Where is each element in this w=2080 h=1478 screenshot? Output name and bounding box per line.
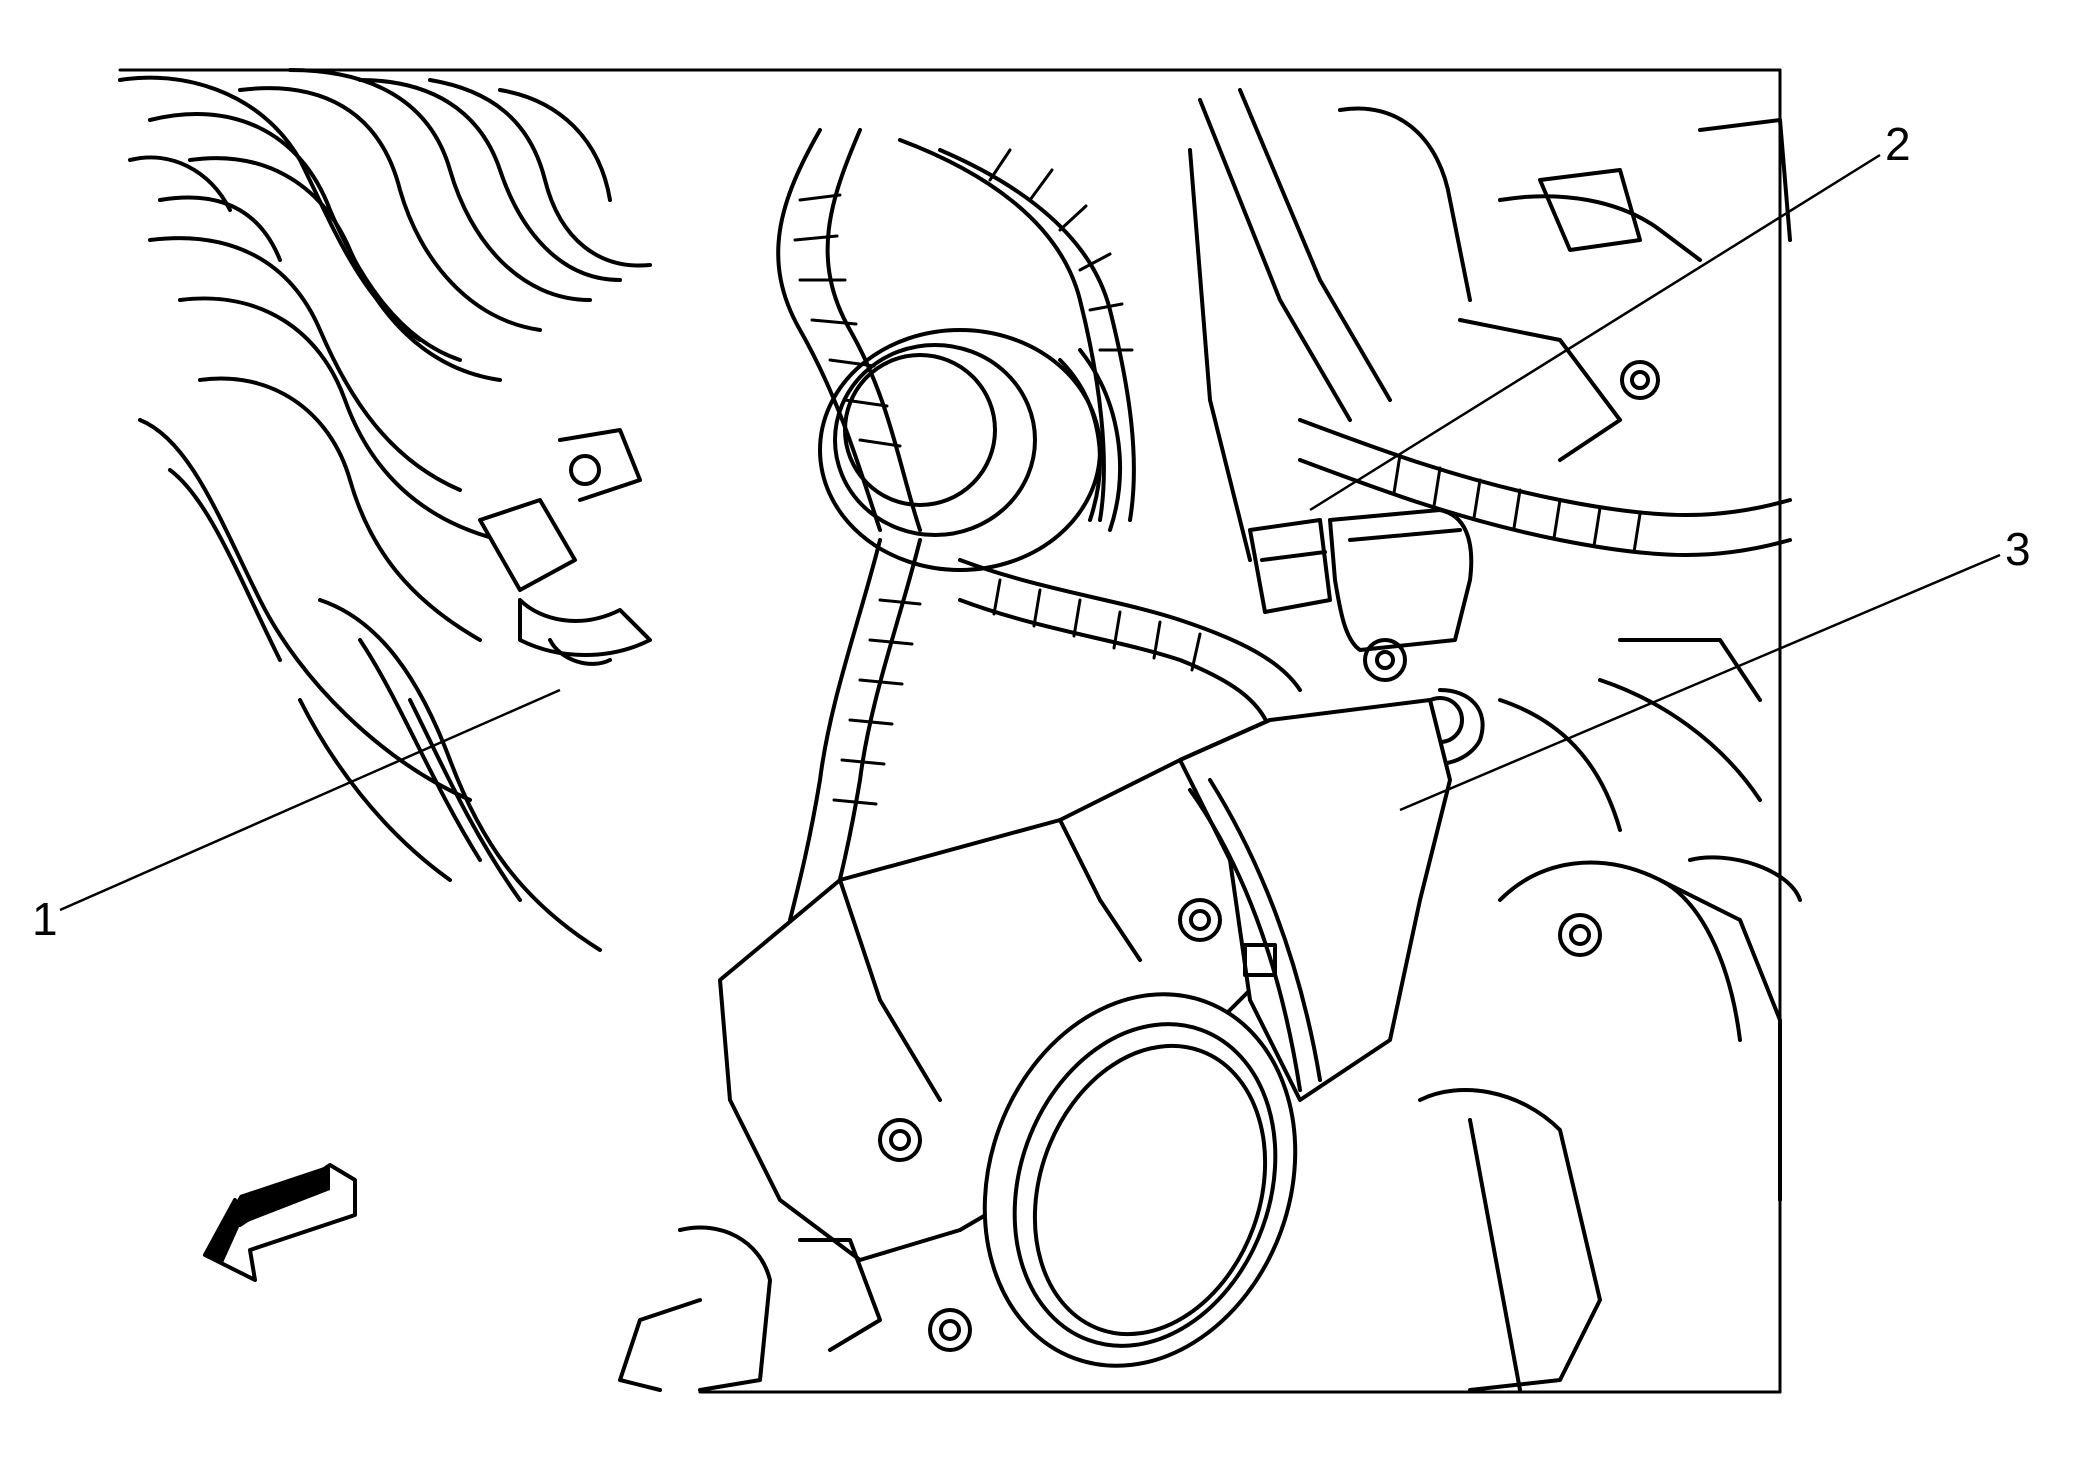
illustration-crop bbox=[118, 68, 1782, 1394]
callout-3-label: 3 bbox=[2005, 523, 2031, 575]
wiring-harness bbox=[776, 128, 1792, 922]
callout-2-leader bbox=[1309, 153, 1881, 512]
callout-1-label: 1 bbox=[32, 893, 58, 945]
callout-1-leader bbox=[59, 688, 561, 912]
upper-right-hardware bbox=[1188, 88, 1792, 562]
round-housing bbox=[818, 328, 1122, 572]
harness-clip bbox=[478, 428, 652, 666]
forward-direction-arrow-icon bbox=[203, 1163, 357, 1282]
intake-manifold bbox=[118, 68, 652, 952]
lower-hardware bbox=[618, 638, 1802, 1392]
callout-3-leader bbox=[1399, 553, 2001, 812]
callout-2-label: 2 bbox=[1885, 118, 1911, 170]
throttle-body bbox=[718, 698, 1602, 1368]
